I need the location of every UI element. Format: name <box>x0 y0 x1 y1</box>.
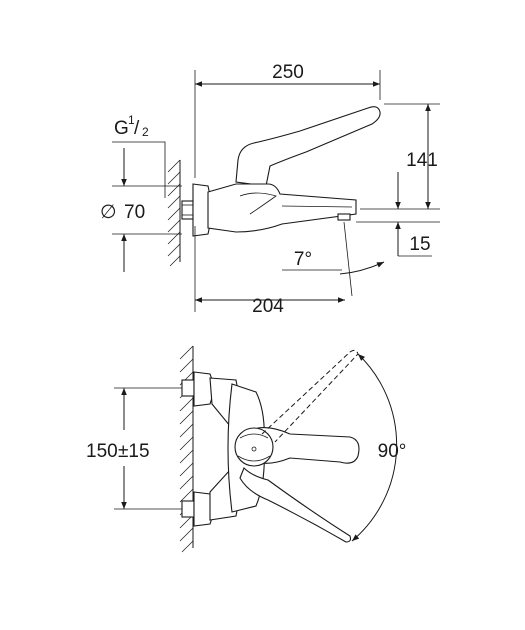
svg-text:±15: ±15 <box>118 441 150 462</box>
wall-hatch-top <box>167 159 181 267</box>
dim-250-label: 250 <box>272 62 304 83</box>
spout-aerator <box>337 213 351 221</box>
faucet-side-profile <box>181 106 381 237</box>
svg-text:G: G <box>114 118 129 139</box>
connector-nut <box>181 200 194 220</box>
connector-nut-lower <box>181 500 195 518</box>
dim-7deg-label: 7° <box>294 249 312 270</box>
svg-text:150: 150 <box>86 441 118 462</box>
connector-nut-upper <box>181 379 195 397</box>
lever-handle <box>235 106 381 187</box>
dim-15-label: 15 <box>409 234 430 255</box>
faucet-plan <box>181 371 360 543</box>
side-view: 250 141 15 7° 204 G 1 / 2 <box>100 62 440 317</box>
plan-view: 90° 150 ±15 <box>86 345 407 553</box>
wall-hatch-bottom <box>179 345 194 553</box>
svg-text:1: 1 <box>128 113 135 127</box>
svg-text:/: / <box>134 118 140 139</box>
dim-diameter-symbol: ∅ <box>100 202 117 223</box>
lever-ghost-dashed <box>261 349 359 443</box>
dim-centers-label: 150 ±15 <box>86 441 150 462</box>
dim-thread-label: G 1 / 2 <box>114 113 149 139</box>
dim-diameter-value: 70 <box>124 202 145 223</box>
dim-204-label: 204 <box>252 296 284 317</box>
dim-90deg-label: 90° <box>378 441 407 462</box>
dim-141-label: 141 <box>406 150 438 171</box>
svg-text:2: 2 <box>142 125 149 139</box>
mixer-body <box>207 183 357 233</box>
lever-plan <box>239 467 352 543</box>
